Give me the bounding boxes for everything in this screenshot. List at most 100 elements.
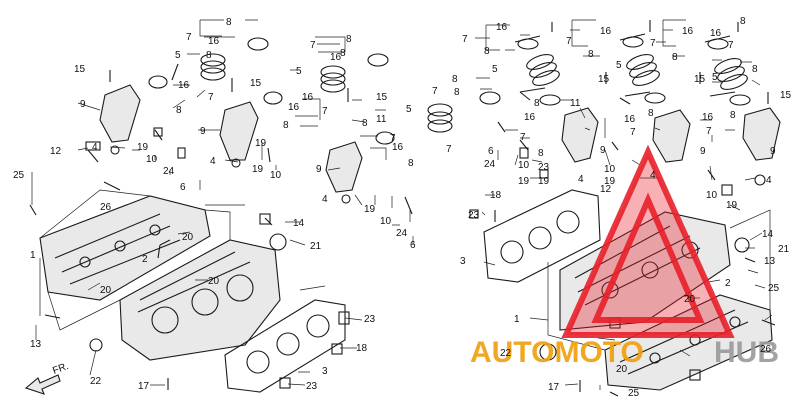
front-direction-arrow — [24, 374, 61, 395]
callout-1: 1 — [514, 314, 520, 325]
callout-17: 17 — [138, 381, 150, 392]
callout-18: 18 — [356, 343, 368, 354]
callout-14: 14 — [293, 218, 305, 229]
callout-16: 16 — [208, 36, 220, 47]
callout-8: 8 — [752, 64, 758, 75]
callout-8: 8 — [452, 74, 458, 85]
callout-11: 11 — [570, 98, 581, 109]
callout-8: 8 — [648, 108, 654, 119]
callout-7: 7 — [310, 40, 316, 51]
callout-13: 13 — [30, 339, 42, 350]
callout-24: 24 — [163, 166, 175, 177]
callout-16: 16 — [302, 92, 314, 103]
callout-8: 8 — [588, 49, 594, 60]
callout-3: 3 — [460, 256, 466, 267]
callout-6: 6 — [410, 240, 416, 251]
callout-7: 7 — [322, 106, 328, 117]
callout-23: 23 — [538, 162, 550, 173]
callout-7: 7 — [650, 38, 656, 49]
callout-4: 4 — [766, 175, 772, 186]
callout-7: 7 — [728, 40, 734, 51]
left-leader-lines — [31, 19, 414, 386]
left-intake-elbows — [99, 84, 363, 193]
watermark-triangle-logo — [561, 144, 735, 338]
callout-10: 10 — [380, 216, 392, 227]
callout-7: 7 — [462, 34, 468, 45]
callout-5: 5 — [616, 60, 622, 71]
callout-16: 16 — [624, 114, 636, 125]
callout-5: 5 — [406, 104, 412, 115]
callout-10: 10 — [146, 154, 158, 165]
callout-7: 7 — [520, 132, 526, 143]
callout-10: 10 — [270, 170, 282, 181]
callout-24: 24 — [396, 228, 408, 239]
callout-20: 20 — [208, 276, 220, 287]
callout-8: 8 — [408, 158, 414, 169]
callout-23: 23 — [468, 210, 480, 221]
callout-5: 5 — [175, 50, 181, 61]
callout-25: 25 — [628, 388, 640, 399]
callout-5: 5 — [712, 72, 718, 83]
callout-8: 8 — [484, 46, 490, 57]
callout-23: 23 — [306, 381, 318, 392]
callout-9: 9 — [600, 145, 606, 156]
left-intake-bellows — [200, 53, 453, 133]
callout-8: 8 — [672, 52, 678, 63]
callout-4: 4 — [210, 156, 216, 167]
callout-14: 14 — [762, 229, 774, 240]
callout-8: 8 — [206, 50, 212, 61]
callout-7: 7 — [630, 127, 636, 138]
callout-9: 9 — [200, 126, 206, 137]
callout-8: 8 — [730, 110, 736, 121]
callout-8: 8 — [176, 105, 182, 116]
callout-11: 11 — [376, 114, 387, 125]
callout-9: 9 — [316, 164, 322, 175]
callout-15: 15 — [376, 92, 388, 103]
callout-5: 5 — [492, 64, 498, 75]
callout-16: 16 — [702, 112, 714, 123]
callout-8: 8 — [346, 34, 352, 45]
callout-19: 19 — [518, 176, 530, 187]
callout-19: 19 — [538, 176, 550, 187]
callout-4: 4 — [92, 142, 98, 153]
callout-26: 26 — [760, 344, 772, 355]
callout-26: 26 — [100, 202, 112, 213]
left-cylinder-head — [119, 239, 281, 361]
callout-4: 4 — [650, 170, 656, 181]
callout-8: 8 — [454, 87, 460, 98]
callout-16: 16 — [330, 52, 342, 63]
left-head-gasket — [224, 299, 346, 393]
callout-7: 7 — [446, 144, 452, 155]
callout-12: 12 — [50, 146, 62, 157]
callout-16: 16 — [600, 26, 612, 37]
callout-13: 13 — [764, 256, 776, 267]
watermark-text-right: HUB — [714, 336, 779, 369]
callout-10: 10 — [604, 164, 616, 175]
callout-19: 19 — [604, 176, 616, 187]
callout-23: 23 — [364, 314, 376, 325]
callout-15: 15 — [250, 78, 262, 89]
callout-7: 7 — [186, 32, 192, 43]
callout-9: 9 — [80, 99, 86, 110]
callout-20: 20 — [182, 232, 194, 243]
right-head-gasket — [483, 189, 601, 283]
callout-19: 19 — [726, 200, 738, 211]
callout-8: 8 — [283, 120, 289, 131]
callout-19: 19 — [364, 204, 376, 215]
callout-19: 19 — [252, 164, 264, 175]
right-intake-elbows — [561, 107, 781, 163]
watermark: AUTOMOTO HUB — [470, 144, 779, 369]
callout-12: 12 — [600, 184, 612, 195]
callout-10: 10 — [706, 190, 718, 201]
callout-20: 20 — [616, 364, 628, 375]
right-intake-bellows — [526, 54, 748, 90]
callout-22: 22 — [90, 376, 102, 387]
callout-25: 25 — [13, 170, 25, 181]
callout-20: 20 — [100, 285, 112, 296]
callout-7: 7 — [390, 133, 396, 144]
callout-9: 9 — [700, 146, 706, 157]
callout-labels: 8 7 16 8 5 15 15 16 7 8 9 4 12 19 10 24 … — [13, 16, 792, 399]
callout-16: 16 — [178, 80, 190, 91]
callout-6: 6 — [488, 146, 494, 157]
